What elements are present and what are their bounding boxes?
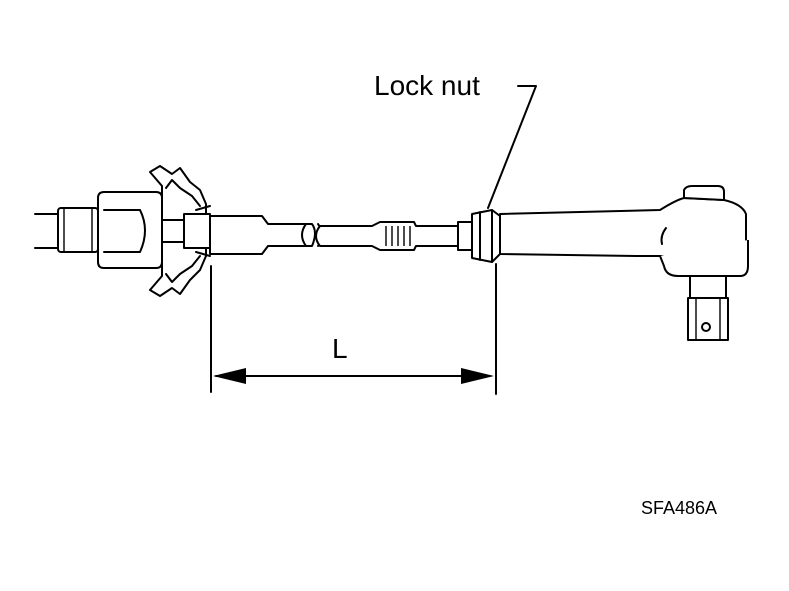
ball-stud [687, 275, 729, 341]
dimension-l [210, 263, 497, 395]
lock-nut [471, 209, 501, 263]
lock-nut-label: Lock nut [374, 70, 480, 101]
dimension-label: L [332, 333, 348, 364]
inner-shaft [34, 207, 99, 253]
inner-socket [97, 191, 163, 269]
threaded-tube [315, 221, 473, 251]
lock-nut-leader [487, 85, 537, 209]
outer-tie-rod-end [499, 185, 749, 277]
figure-code: SFA486A [641, 498, 718, 518]
adjusting-rod [161, 213, 323, 255]
